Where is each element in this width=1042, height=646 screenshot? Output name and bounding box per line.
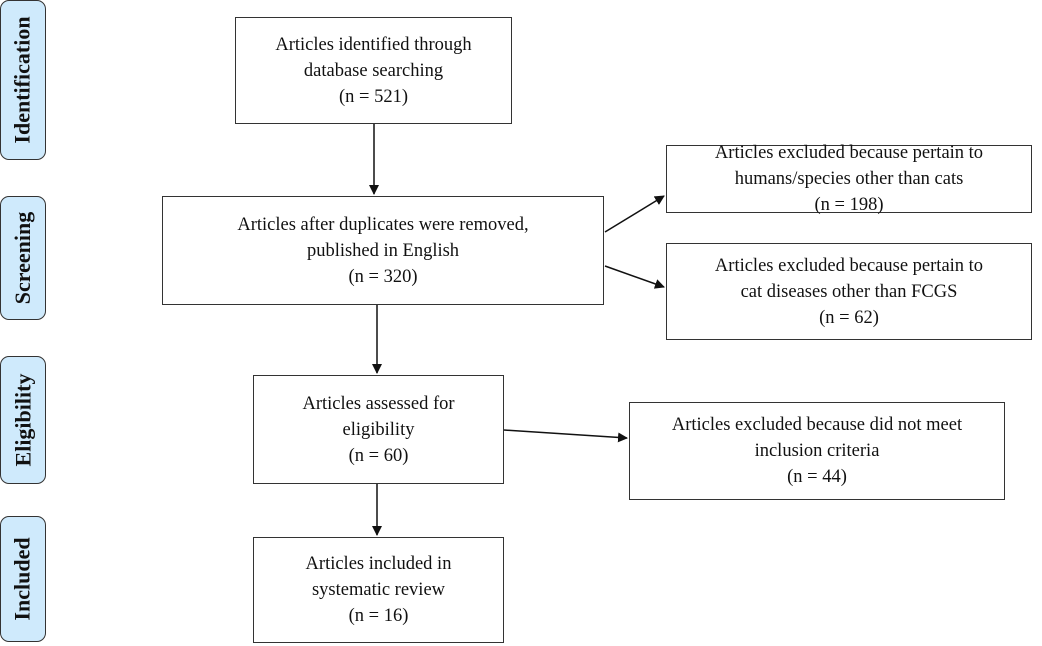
arrow-screened-to-excluded-species [604,195,665,233]
arrow-eligibility-to-excluded-criteria [503,429,628,443]
box-text: Articles excluded because pertain to [714,255,984,276]
box-text: published in English [306,240,460,261]
box-count: (n = 62) [819,307,879,328]
box-text: Articles included in [305,554,452,574]
stage-screening: Screening [0,196,46,320]
box-text: Articles excluded because did not meet [671,415,963,435]
stage-identification: Identification [0,0,46,160]
box-text: inclusion criteria [754,441,880,461]
box-text: Articles identified through [275,34,472,55]
box-text: database searching [303,60,444,81]
stage-included: Included [0,516,46,642]
arrow-screened-to-excluded-diseases [604,265,665,289]
box-text: eligibility [342,419,415,440]
box-count: (n = 16) [348,606,409,626]
box-text: Articles after duplicates were removed, [237,214,529,235]
box-text: cat diseases other than FCGS [740,281,958,302]
box-text: humans/species other than cats [734,169,964,189]
stage-eligibility: Eligibility [0,356,46,484]
box-text: systematic review [311,580,446,600]
box-text: Articles assessed for [302,393,455,414]
box-text: Articles excluded because pertain to [714,143,984,163]
box-identified: Articles identified through database sea… [235,17,512,124]
box-count: (n = 60) [348,445,409,466]
box-excluded-species: Articles excluded because pertain to hum… [666,143,1032,215]
box-excluded-criteria: Articles excluded because did not meet i… [629,402,1005,500]
box-eligibility: Articles assessed for eligibility (n = 6… [253,375,504,484]
box-count: (n = 198) [814,195,884,215]
box-screened: Articles after duplicates were removed, … [162,196,604,305]
box-count: (n = 320) [348,266,418,287]
box-included: Articles included in systematic review (… [253,537,504,643]
box-count: (n = 44) [787,467,847,487]
box-excluded-diseases: Articles excluded because pertain to cat… [666,243,1032,340]
box-count: (n = 521) [338,86,408,107]
